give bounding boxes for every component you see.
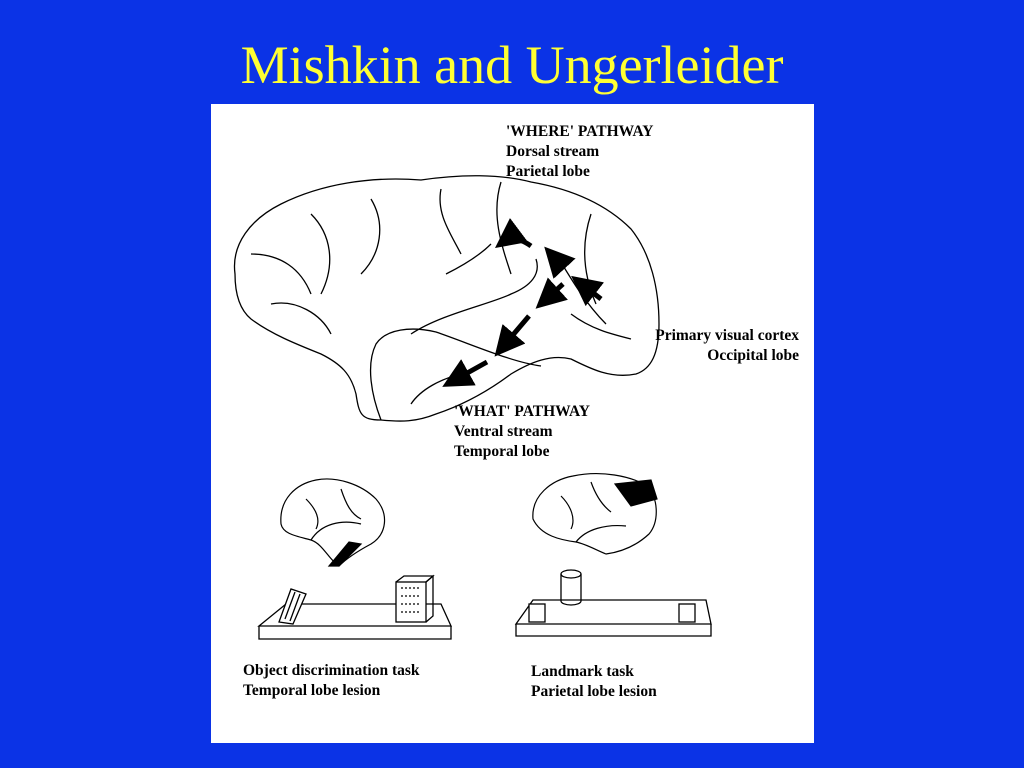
brain-diagram <box>233 175 712 640</box>
what-pathway-label: 'WHAT' PATHWAY Ventral stream Temporal l… <box>454 402 590 462</box>
task-right-line1: Landmark task <box>531 663 634 680</box>
landmark-board <box>514 569 712 637</box>
task-left-label: Object discrimination task Temporal lobe… <box>243 661 420 701</box>
slide-title: Mishkin and Ungerleider <box>240 35 784 95</box>
small-brain-temporal-lesion <box>280 478 385 567</box>
primary-visual-line1: Primary visual cortex <box>655 327 799 344</box>
where-pathway-label: 'WHERE' PATHWAY Dorsal stream Parietal l… <box>506 122 653 182</box>
figure-panel: 'WHERE' PATHWAY Dorsal stream Parietal l… <box>211 104 814 743</box>
what-pathway-line2: Temporal lobe <box>454 443 550 460</box>
task-right-line2: Parietal lobe lesion <box>531 683 657 700</box>
what-pathway-heading: 'WHAT' PATHWAY <box>454 403 590 420</box>
object-discrimination-board <box>257 574 453 640</box>
task-right-label: Landmark task Parietal lobe lesion <box>531 662 657 702</box>
primary-visual-line2: Occipital lobe <box>707 347 799 364</box>
pathway-arrows <box>442 218 604 387</box>
large-brain-outline <box>233 175 660 422</box>
small-brain-parietal-lesion <box>532 473 658 555</box>
primary-visual-label: Primary visual cortex Occipital lobe <box>609 326 799 366</box>
what-pathway-line1: Ventral stream <box>454 423 553 440</box>
task-left-line2: Temporal lobe lesion <box>243 682 381 699</box>
where-pathway-line1: Dorsal stream <box>506 143 600 160</box>
task-left-line1: Object discrimination task <box>243 662 420 679</box>
where-pathway-line2: Parietal lobe <box>506 163 590 180</box>
where-pathway-heading: 'WHERE' PATHWAY <box>506 123 654 140</box>
